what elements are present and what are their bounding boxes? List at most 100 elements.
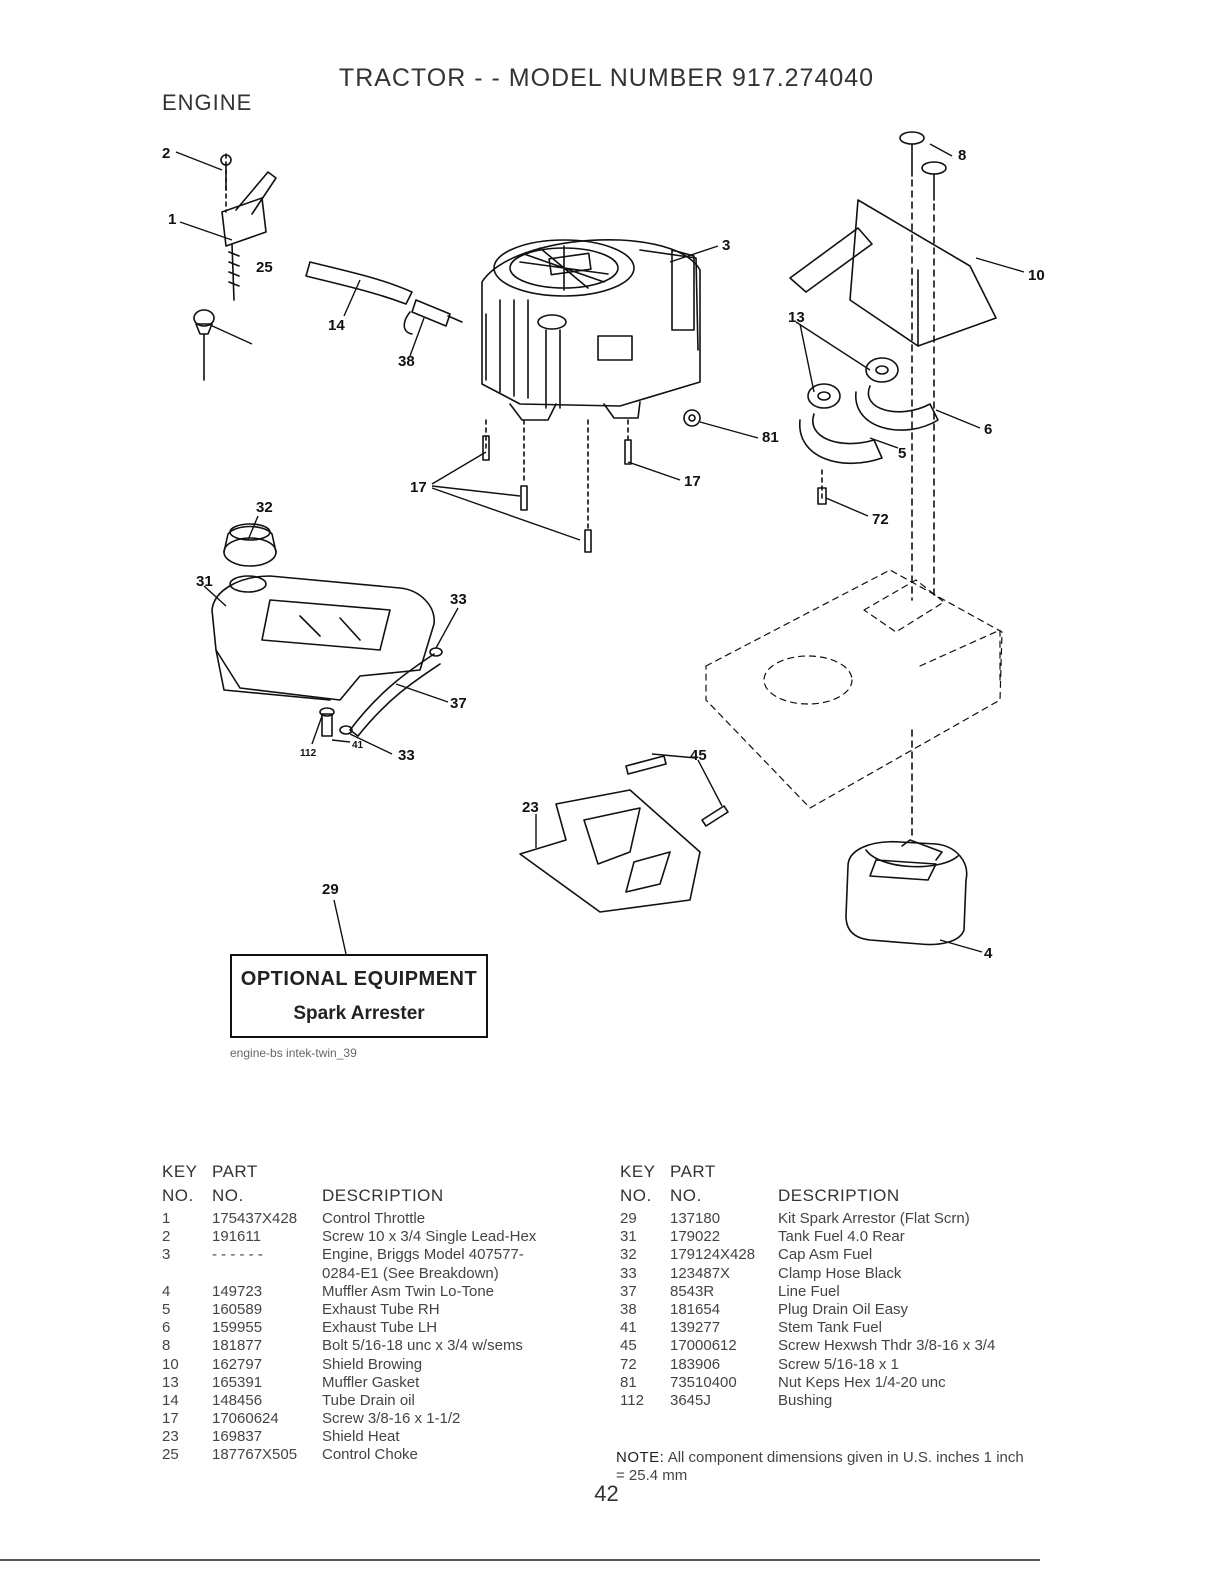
part-no-cell: 162797 [212,1355,263,1373]
key-no-cell: 10 [162,1355,179,1373]
image-reference: engine-bs intek-twin_39 [230,1046,357,1060]
description-cell: Shield Browing [322,1355,423,1373]
table-row: 3- - - - - -Engine, Briggs Model 407577- [162,1246,602,1264]
description-cell: Nut Keps Hex 1/4-20 unc [778,1373,946,1391]
description-cell: Control Choke [322,1446,418,1464]
key-no-cell: 13 [162,1373,179,1391]
table-row: 37 8543R Line Fuel [620,1283,1050,1301]
optional-equipment-box: OPTIONAL EQUIPMENT Spark Arrester [230,954,488,1038]
part-no-cell: 148456 [212,1391,263,1409]
description-cell: Shield Heat [322,1428,400,1446]
table-row: 45 17000612 Screw Hexwsh Thdr 3/8-16 x 3/4 [620,1337,1050,1355]
description-cell: 0284-E1 (See Breakdown) [322,1264,499,1282]
description-cell: Bolt 5/16-18 unc x 3/4 w/sems [322,1337,523,1355]
engine-drawing [481,239,701,421]
callout-81: 81 [762,429,779,446]
key-no-cell: 2 [162,1228,171,1246]
part-no-cell: 169837 [212,1428,263,1446]
callout-32: 32 [256,499,273,516]
callout-17-right: 17 [684,473,701,490]
key-no-cell: 41 [620,1319,637,1337]
table-row: 6 159955 Exhaust Tube LH [162,1319,602,1337]
description-cell: Line Fuel [778,1282,840,1300]
callout-33-top: 33 [450,591,467,608]
note-text: All component dimensions given in U.S. i… [616,1449,1024,1484]
callout-8: 8 [958,147,966,164]
callout-41: 41 [352,740,364,751]
key-no-cell: 45 [620,1337,637,1355]
header-description: DESCRIPTION [322,1186,444,1205]
table-row: 0284-E1 (See Breakdown) [162,1265,602,1283]
part-no-cell: 165391 [212,1373,263,1391]
shield-browning-drawing [789,131,997,601]
page-title: TRACTOR - - MODEL NUMBER 917.274040 [338,64,875,92]
parts-table-left-header: KEY PART NO. NO. DESCRIPTION [162,1162,602,1210]
callout-5: 5 [898,445,906,462]
part-no-cell: 123487X [670,1264,731,1282]
part-no-cell: 17000612 [670,1337,737,1355]
callout-13: 13 [788,309,805,326]
section-title: ENGINE [162,90,253,115]
callout-17-left: 17 [410,479,427,496]
part-no-cell: - - - - - - [212,1246,263,1264]
callout-38: 38 [398,353,415,370]
key-no-cell: 8 [162,1337,171,1355]
description-cell: Tube Drain oil [322,1391,415,1409]
table-row: 13 165391 Muffler Gasket [162,1374,602,1392]
description-cell: Screw 3/8-16 x 1-1/2 [322,1410,461,1428]
description-cell: Plug Drain Oil Easy [778,1300,909,1318]
part-no-cell: 179022 [670,1228,721,1246]
table-row: 23 169837 Shield Heat [162,1428,602,1446]
callout-31: 31 [196,573,213,590]
callout-45: 45 [690,747,707,764]
optional-equipment-heading: OPTIONAL EQUIPMENT [240,968,478,990]
part-no-cell: 159955 [212,1319,263,1337]
callout-6: 6 [984,421,992,438]
description-cell: Exhaust Tube RH [322,1300,440,1318]
header-key-no: NO. [620,1186,652,1205]
nut-keps-drawing [683,409,701,427]
header-part: PART [212,1162,258,1181]
description-cell: Bushing [778,1391,833,1409]
header-part-no: NO. [670,1186,702,1205]
footer-rule [0,1559,1040,1561]
description-cell: Kit Spark Arrestor (Flat Scrn) [778,1210,970,1227]
description-cell: Screw Hexwsh Thdr 3/8-16 x 3/4 [778,1337,996,1355]
key-no-cell: 37 [620,1282,637,1300]
muffler-drawing [845,729,968,946]
description-cell: Exhaust Tube LH [322,1319,438,1337]
part-no-cell: 3645J [670,1391,711,1409]
callout-23: 23 [522,799,539,816]
part-no-cell: 183906 [670,1355,721,1373]
control-choke-drawing [193,309,215,381]
description-cell: Muffler Gasket [322,1373,420,1391]
heat-shield-drawing [519,755,729,913]
callout-29: 29 [322,881,339,898]
key-no-cell: 6 [162,1319,171,1337]
part-no-cell: 181654 [670,1300,721,1318]
header-key: KEY [620,1162,656,1181]
drain-tube-drawing [305,261,463,335]
key-no-cell: 5 [162,1300,171,1318]
fuel-line-drawing [319,647,443,737]
key-no-cell: 33 [620,1264,637,1282]
callout-10: 10 [1028,267,1045,284]
description-cell: Cap Asm Fuel [778,1246,873,1264]
header-key-no: NO. [162,1186,194,1205]
exploded-parts-diagram: 2 1 25 14 38 3 81 17 17 8 10 13 6 5 72 3… [162,131,1045,962]
part-no-cell: 149723 [212,1282,263,1300]
key-no-cell: 23 [162,1428,179,1446]
part-no-cell: 8543R [670,1282,715,1300]
callout-4: 4 [984,945,993,962]
